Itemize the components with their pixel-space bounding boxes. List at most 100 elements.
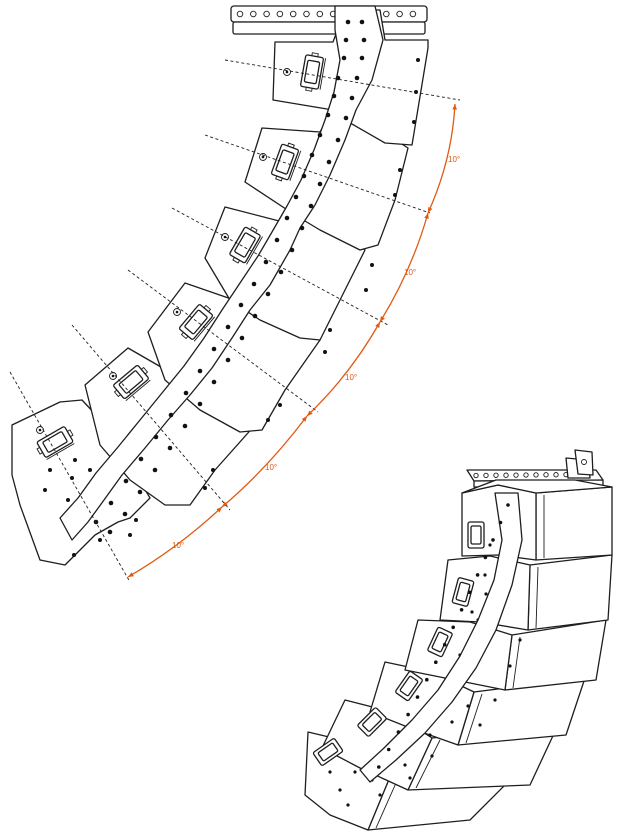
bar-hole bbox=[167, 445, 173, 451]
bar-hole bbox=[299, 225, 305, 231]
arrowhead bbox=[428, 207, 433, 213]
isometric-view bbox=[304, 449, 613, 831]
iso-bar-hole bbox=[396, 730, 401, 734]
iso-frame-hole bbox=[483, 472, 489, 479]
splay-angle-label: 10° bbox=[404, 268, 416, 277]
iso-cabinet-hole bbox=[346, 803, 350, 807]
iso-cabinet-hole bbox=[483, 573, 487, 577]
bar-hole bbox=[289, 247, 295, 253]
bar-hole bbox=[359, 19, 365, 25]
bar-hole bbox=[349, 95, 355, 101]
iso-cabinet-hole bbox=[328, 770, 332, 774]
iso-frame-hole bbox=[513, 472, 519, 478]
cabinet-hole bbox=[73, 458, 77, 462]
bar-hole bbox=[343, 37, 349, 43]
splay-angle-label: 10° bbox=[265, 463, 277, 472]
bar-hole bbox=[252, 313, 258, 319]
bar-hole bbox=[293, 194, 299, 200]
iso-bar-hole bbox=[425, 677, 429, 682]
frame-hole bbox=[396, 10, 403, 18]
bar-hole bbox=[168, 412, 174, 418]
cabinet-hole bbox=[66, 498, 70, 502]
iso-cabinet-hole bbox=[493, 698, 497, 702]
iso-cabinet-hole bbox=[466, 704, 470, 708]
cabinet-hole bbox=[43, 488, 47, 492]
iso-bar-hole bbox=[451, 625, 456, 630]
iso-cabinet-hole bbox=[478, 723, 482, 727]
splay-angle-label: 10° bbox=[345, 373, 357, 382]
bar-hole bbox=[108, 500, 114, 506]
bar-hole bbox=[183, 390, 189, 396]
frame-hole bbox=[289, 10, 297, 18]
iso-bar-hole bbox=[434, 660, 438, 664]
handle-icon bbox=[36, 426, 75, 460]
handle-icon bbox=[113, 364, 151, 402]
arrowhead bbox=[222, 501, 228, 507]
bar-hole bbox=[345, 19, 351, 25]
bar-hole bbox=[359, 55, 365, 61]
bar-hole bbox=[107, 529, 113, 535]
cabinet-hole bbox=[393, 193, 397, 197]
bar-hole bbox=[278, 269, 284, 275]
iso-cabinet-hole bbox=[484, 592, 488, 596]
iso-bar-hole bbox=[483, 555, 488, 560]
splay-line bbox=[71, 324, 231, 511]
bar-hole bbox=[265, 291, 271, 297]
frame-hole bbox=[303, 10, 310, 18]
handle-icon bbox=[229, 226, 263, 265]
angle-arrow-icon bbox=[379, 212, 429, 323]
iso-bar-hole bbox=[442, 642, 447, 647]
arrowhead bbox=[380, 316, 385, 322]
bar-hole bbox=[239, 335, 245, 341]
rigging-pin-icon bbox=[283, 68, 291, 76]
iso-frame-hole bbox=[473, 472, 479, 479]
iso-cabinet-hole bbox=[518, 638, 522, 642]
iso-cabinet-hole bbox=[353, 770, 357, 774]
iso-bar-hole bbox=[467, 590, 472, 595]
splay-line bbox=[224, 59, 461, 101]
splay-line bbox=[204, 134, 431, 214]
bar-hole bbox=[152, 467, 158, 473]
iso-handle-icon bbox=[451, 577, 475, 607]
bar-hole bbox=[335, 137, 341, 143]
frame-hole bbox=[250, 10, 257, 18]
cabinet-hole bbox=[416, 58, 420, 62]
cabinet-hole bbox=[328, 328, 332, 332]
frame-hole bbox=[276, 10, 284, 18]
splay-angle-label: 10° bbox=[448, 155, 460, 164]
rigging-pin-icon bbox=[221, 233, 229, 241]
bar-hole bbox=[317, 181, 323, 187]
bar-hole bbox=[263, 259, 269, 265]
iso-frame-hole bbox=[493, 472, 499, 478]
angle-arrow-icon bbox=[221, 415, 308, 508]
iso-cabinet-hole bbox=[450, 720, 454, 724]
arrowhead bbox=[452, 104, 457, 110]
arrowhead bbox=[375, 322, 380, 328]
iso-handle-icon bbox=[395, 670, 423, 702]
iso-bar-hole bbox=[377, 765, 381, 769]
bar-hole bbox=[123, 478, 129, 484]
arrowhead bbox=[307, 410, 313, 416]
cabinet-hole bbox=[128, 533, 132, 537]
cabinet-hole bbox=[48, 468, 52, 472]
bar-hole bbox=[317, 132, 323, 138]
splay-lines bbox=[9, 59, 461, 583]
iso-frame-hole bbox=[503, 472, 509, 478]
iso-bar-hole bbox=[406, 712, 410, 717]
iso-cabinet-hole bbox=[378, 793, 382, 797]
bar-hole bbox=[153, 434, 159, 440]
cabinet-hole bbox=[278, 403, 282, 407]
iso-bar-hole bbox=[491, 538, 495, 542]
bar-hole bbox=[225, 324, 231, 330]
bar-hole bbox=[361, 37, 367, 43]
frame-hole bbox=[316, 10, 324, 18]
iso-handle-icon bbox=[312, 738, 344, 766]
bar-hole bbox=[138, 456, 144, 462]
handle-icon bbox=[178, 304, 216, 342]
handle-icon bbox=[300, 52, 327, 92]
iso-cabinet-hole bbox=[408, 776, 412, 780]
cabinet-hole bbox=[203, 486, 207, 490]
cabinet-hole bbox=[211, 468, 215, 472]
bar-hole bbox=[197, 401, 203, 407]
bar-hole bbox=[211, 346, 217, 352]
